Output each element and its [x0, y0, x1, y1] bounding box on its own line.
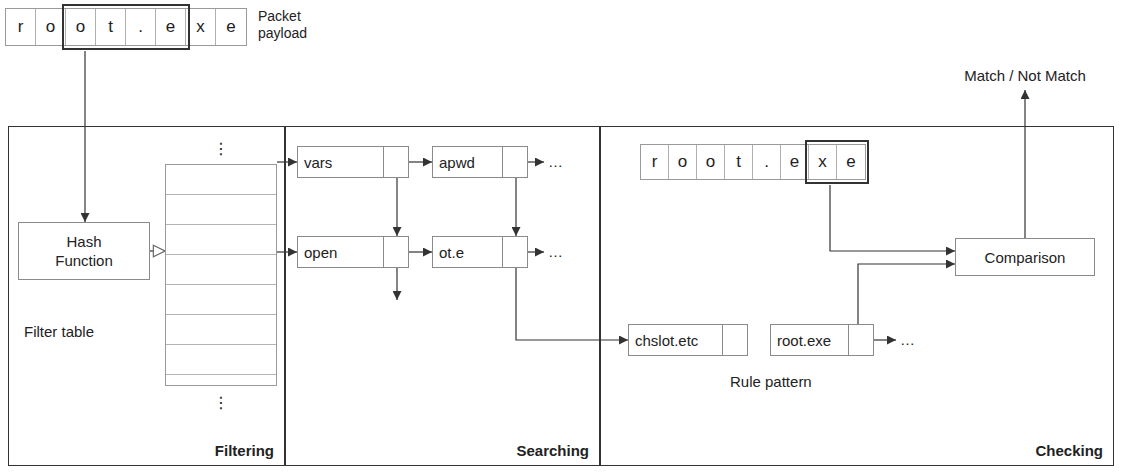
ellipsis: … — [900, 330, 915, 350]
connector-arrow — [409, 161, 432, 162]
pointer-arrow — [396, 268, 397, 300]
node-text: o — [697, 145, 725, 179]
node-text: ⋮ — [165, 392, 277, 414]
pointer-cell — [722, 325, 747, 355]
process-box: Comparison — [955, 238, 1095, 276]
stage-panel: Checkingroot.exechslot.etcroot.exeCompar… — [600, 126, 1114, 466]
node-text: e — [156, 9, 186, 45]
node-text: r — [6, 9, 36, 45]
stage-panel: Searching vars apwd open ot.e — [285, 126, 600, 466]
connector-arrow — [396, 178, 397, 236]
node-text: e — [216, 9, 246, 45]
node-text: Checking — [1035, 442, 1103, 459]
node-text: Comparison — [985, 248, 1066, 267]
pointer-cell — [848, 325, 873, 355]
node-text: e — [837, 145, 865, 179]
connector-arrow — [516, 268, 628, 340]
list-entry: vars — [297, 146, 409, 178]
pointer-arrow — [528, 161, 544, 162]
result-arrow — [1024, 90, 1025, 238]
connector-arrow — [150, 250, 165, 251]
process-box: Hash Function — [18, 222, 150, 280]
pointer-cell — [383, 147, 408, 177]
window-box — [805, 140, 869, 184]
node-text: o — [36, 9, 66, 45]
node-text: x — [186, 9, 216, 45]
connector-arrow — [830, 185, 955, 251]
connector-arrow — [277, 251, 297, 252]
ellipsis: … — [548, 242, 563, 262]
node-text: Filtering — [215, 442, 274, 459]
filter-table: ⋮⋮ — [165, 136, 277, 456]
table-label: Filter table — [24, 322, 94, 342]
node-text: apwd — [433, 147, 502, 177]
pointer-arrow — [874, 339, 896, 340]
rule-entry: root.exe — [770, 324, 874, 356]
node-text: Searching — [516, 442, 589, 459]
node-text: . — [126, 9, 156, 45]
connector-arrow — [84, 51, 85, 222]
pointer-cell — [383, 237, 408, 267]
connector-arrow — [409, 251, 432, 252]
node-text: t — [96, 9, 126, 45]
pointer-arrow — [528, 251, 544, 252]
stage-panel: FilteringHash Function⋮⋮ — [8, 126, 285, 466]
payload-label: Packet payload — [258, 8, 328, 42]
node-text: chslot.etc — [629, 325, 722, 355]
list-entry: ot.e — [432, 236, 528, 268]
node-text: . — [753, 145, 781, 179]
connector-arrow — [277, 161, 297, 162]
ellipsis: … — [548, 152, 563, 172]
node-text: root.exe — [771, 325, 848, 355]
node-text: t — [725, 145, 753, 179]
node-text: open — [298, 237, 383, 267]
payload-cells: root.exe — [5, 8, 247, 46]
connector-arrow — [515, 178, 516, 236]
list-entry: apwd — [432, 146, 528, 178]
pattern-label: Rule pattern — [730, 372, 812, 392]
node-text: ⋮ — [165, 138, 277, 160]
list-entry: open — [297, 236, 409, 268]
connector-arrow — [858, 264, 955, 324]
node-text: o — [669, 145, 697, 179]
node-text: Hash Function — [44, 232, 124, 270]
rule-entry: chslot.etc — [628, 324, 748, 356]
node-text: vars — [298, 147, 383, 177]
node-text: r — [641, 145, 669, 179]
node-text: e — [781, 145, 809, 179]
node-text: o — [66, 9, 96, 45]
pointer-cell — [502, 237, 527, 267]
result-label: Match / Not Match — [950, 66, 1100, 86]
table-rows — [165, 164, 277, 386]
payload-cells: root.exe — [640, 144, 866, 180]
node-text: ot.e — [433, 237, 502, 267]
node-text: x — [809, 145, 837, 179]
pointer-cell — [502, 147, 527, 177]
